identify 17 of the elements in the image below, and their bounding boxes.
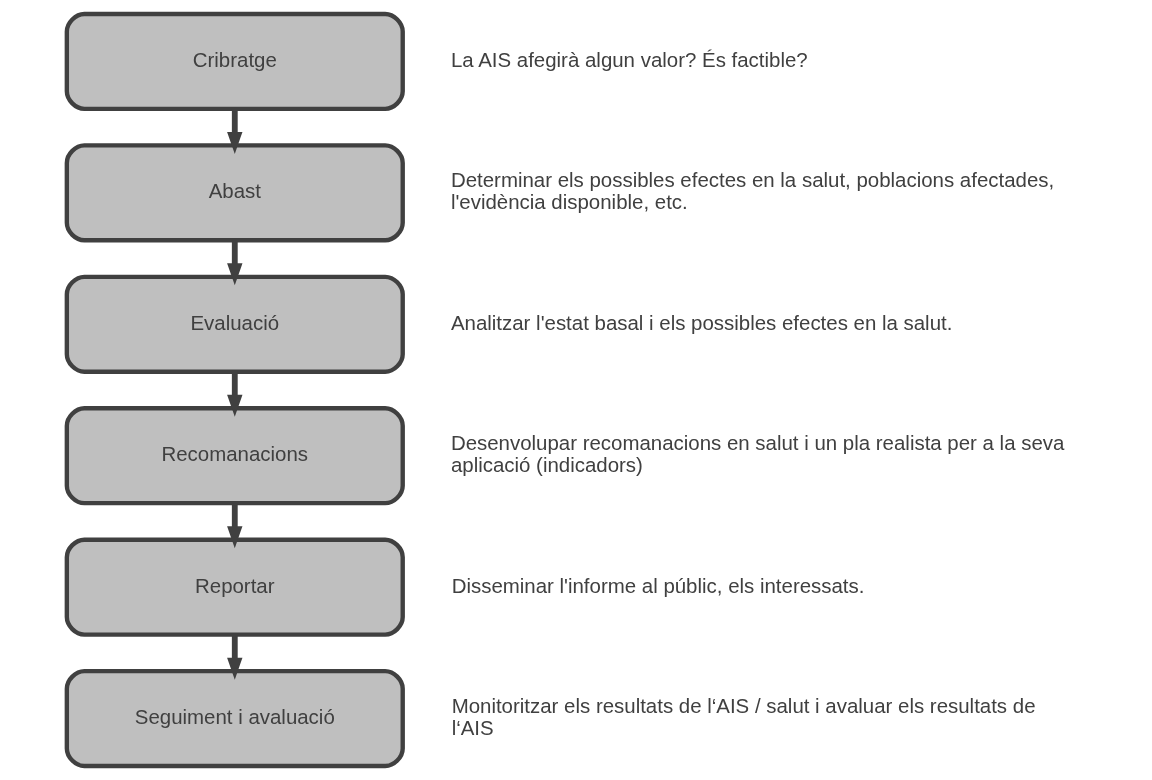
arrow — [226, 109, 242, 154]
node-label: Desenvolupar recomanacions en salut i un pla realista per a la seva aplicació (indicadors) — [450, 431, 1064, 477]
node-label: Monitoritzar els resultats de l‘AIS / salut i avaluar els resultats de l‘AIS — [451, 694, 1035, 739]
node-box: Recomanacions — [64, 406, 405, 506]
node-box: Evaluació — [64, 274, 405, 374]
node-box: Reportar — [64, 537, 405, 637]
node-box: Abast — [64, 143, 405, 243]
arrow — [226, 503, 242, 549]
arrow — [226, 372, 242, 417]
arrow — [226, 635, 242, 680]
node-box: Cribratge — [64, 11, 405, 112]
arrow — [226, 240, 242, 286]
node-label: Determinar els possibles efectes en la salut, poblacions afectades, l'evidència disponible, etc. — [450, 168, 1054, 214]
node-box: Seguiment i avaluació — [64, 668, 405, 769]
node-label: Analitzar l'estat basal i els possibles efectes en la salut. — [450, 310, 952, 334]
node-label: Disseminar l'informe al públic, els interessats. — [451, 573, 864, 597]
node-label: La AIS afegirà algun valor? És factible? — [450, 47, 808, 71]
